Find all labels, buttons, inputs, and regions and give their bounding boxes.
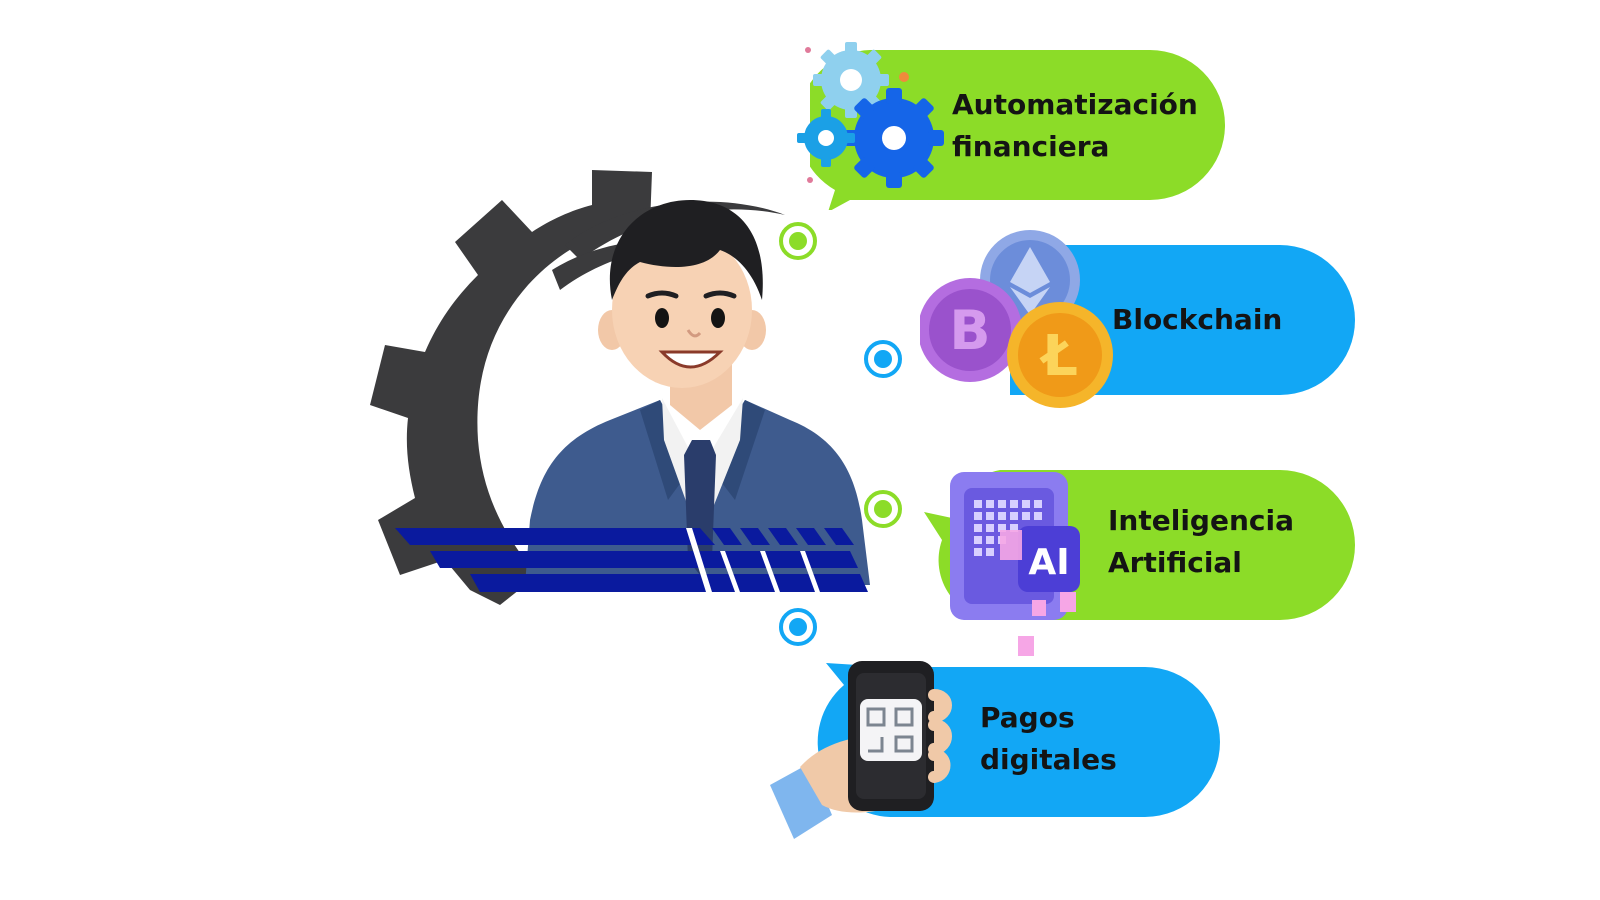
gears-icon (797, 42, 944, 188)
svg-text:AI: AI (1028, 542, 1069, 583)
svg-text:Ł: Ł (1039, 324, 1078, 389)
item-automatizacion-financiera: Automatización financiera (797, 40, 1230, 210)
speed-stripes (395, 528, 868, 592)
item-label-line2: digitales (980, 743, 1117, 776)
connector-node-blue (779, 608, 817, 646)
item-label-line2: Artificial (1108, 546, 1242, 579)
item-inteligencia-artificial: AI Inteligencia Artificial (920, 460, 1365, 660)
item-label-line1: Automatización (952, 88, 1198, 121)
phone-qr-icon (770, 661, 952, 839)
ai-chip-icon: AI (950, 472, 1080, 656)
item-label-line1: Inteligencia (1108, 504, 1294, 537)
crypto-coins-icon: B Ł (920, 230, 1113, 408)
svg-text:B: B (949, 299, 990, 362)
item-label-line1: Pagos (980, 701, 1075, 734)
gear-icon (370, 170, 785, 605)
item-pagos-digitales: Pagos digitales (770, 655, 1230, 850)
connector-node-blue (864, 340, 902, 378)
item-label-line1: Blockchain (1112, 303, 1283, 336)
item-label-line2: financiera (952, 130, 1110, 163)
connector-node-green (779, 222, 817, 260)
item-blockchain: B Ł Blockchain (920, 225, 1365, 410)
connector-node-green (864, 490, 902, 528)
